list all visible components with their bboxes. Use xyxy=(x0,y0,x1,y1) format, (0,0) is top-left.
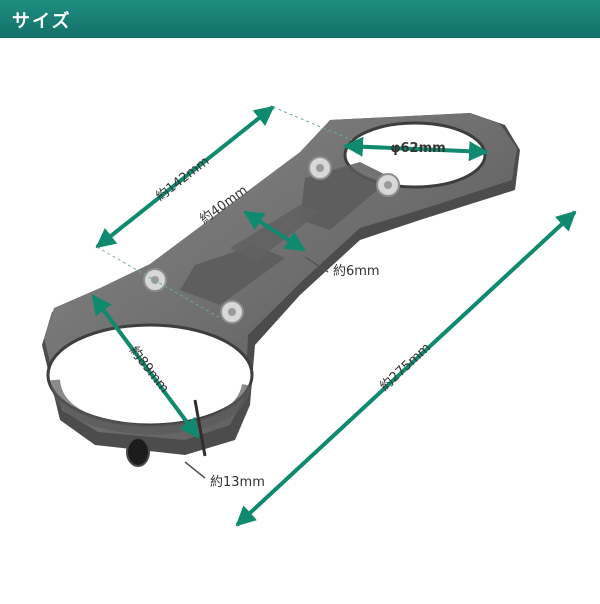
extension-lines xyxy=(96,106,353,319)
clamp-bolt-hole xyxy=(126,437,150,467)
dim-line-overall-length xyxy=(235,210,577,527)
label-bolt-pitch: 約142mm xyxy=(153,154,212,205)
bolt-icon xyxy=(376,173,400,197)
label-slot-gap: 約6mm xyxy=(333,264,380,279)
dimension-diagram: 約142mm 約40mm φ62mm 約89mm 約275mm 約6mm 約13… xyxy=(42,105,577,527)
label-bore-small: φ62mm xyxy=(390,141,445,156)
bolt-icon xyxy=(220,300,244,324)
dim-line-bore-small xyxy=(343,136,489,162)
product-figure: 約142mm 約40mm φ62mm 約89mm 約275mm 約6mm 約13… xyxy=(0,38,600,600)
label-overall-length: 約275mm xyxy=(377,340,433,394)
fork-brace xyxy=(42,113,520,467)
section-header: サイズ xyxy=(0,0,600,38)
dim-line-bore-large xyxy=(91,294,200,439)
bolt-icon xyxy=(308,156,332,180)
label-slit-width: 約13mm xyxy=(210,475,265,490)
section-title: サイズ xyxy=(12,11,72,32)
dim-line-bolt-pitch xyxy=(95,105,275,249)
leader-lines xyxy=(184,256,329,479)
dimension-lines xyxy=(91,105,577,527)
